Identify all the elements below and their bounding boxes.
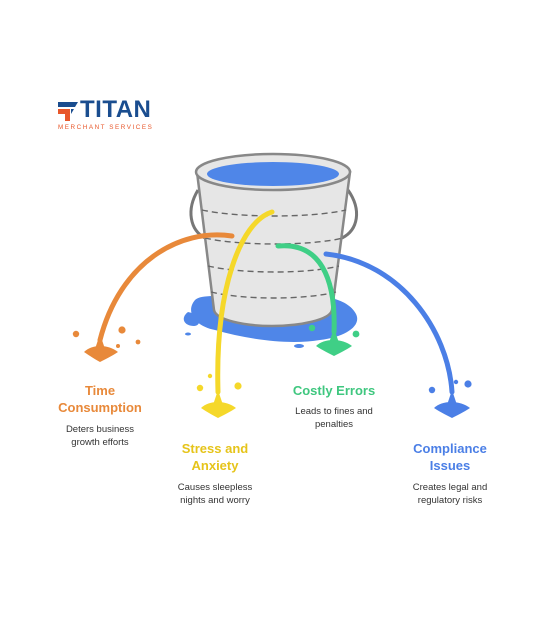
logo-tagline: MERCHANT SERVICES	[58, 124, 154, 131]
yellow-leak-stream	[215, 209, 275, 395]
stress-and-anxiety-title: Stress and Anxiety	[181, 441, 249, 473]
stress-and-anxiety-label: Stress and Anxiety Causes sleepless nigh…	[155, 440, 275, 507]
time-consumption-title: Time Consumption	[58, 383, 142, 415]
orange-leak-stream	[97, 232, 235, 343]
time-consumption-label: Time Consumption Deters business growth …	[40, 382, 160, 449]
costly-errors-description: Leads to fines and penalties	[295, 406, 373, 430]
stress-and-anxiety-description: Causes sleepless nights and worry	[177, 482, 253, 506]
costly-errors-label: Costly Errors Leads to fines and penalti…	[274, 382, 394, 431]
blue-splash	[428, 379, 472, 418]
bucket-body	[195, 170, 352, 328]
yellow-splash	[196, 373, 242, 418]
compliance-issues-description: Creates legal and regulatory risks	[412, 482, 488, 506]
titan-logo-mark-icon	[58, 102, 78, 121]
costly-errors-title: Costly Errors	[292, 383, 376, 398]
orange-splash	[72, 326, 141, 362]
time-consumption-description: Deters business growth efforts	[65, 424, 135, 448]
compliance-issues-title: Compliance Issues	[413, 441, 487, 473]
blue-leak-stream	[323, 251, 455, 395]
compliance-issues-label: Compliance Issues Creates legal and regu…	[390, 440, 510, 507]
logo-name: TITAN	[80, 96, 152, 123]
green-leak-stream	[275, 243, 337, 335]
green-splash	[308, 324, 360, 356]
titan-logo: TITAN MERCHANT SERVICES	[58, 96, 168, 134]
bucket-water-surface	[207, 162, 339, 186]
